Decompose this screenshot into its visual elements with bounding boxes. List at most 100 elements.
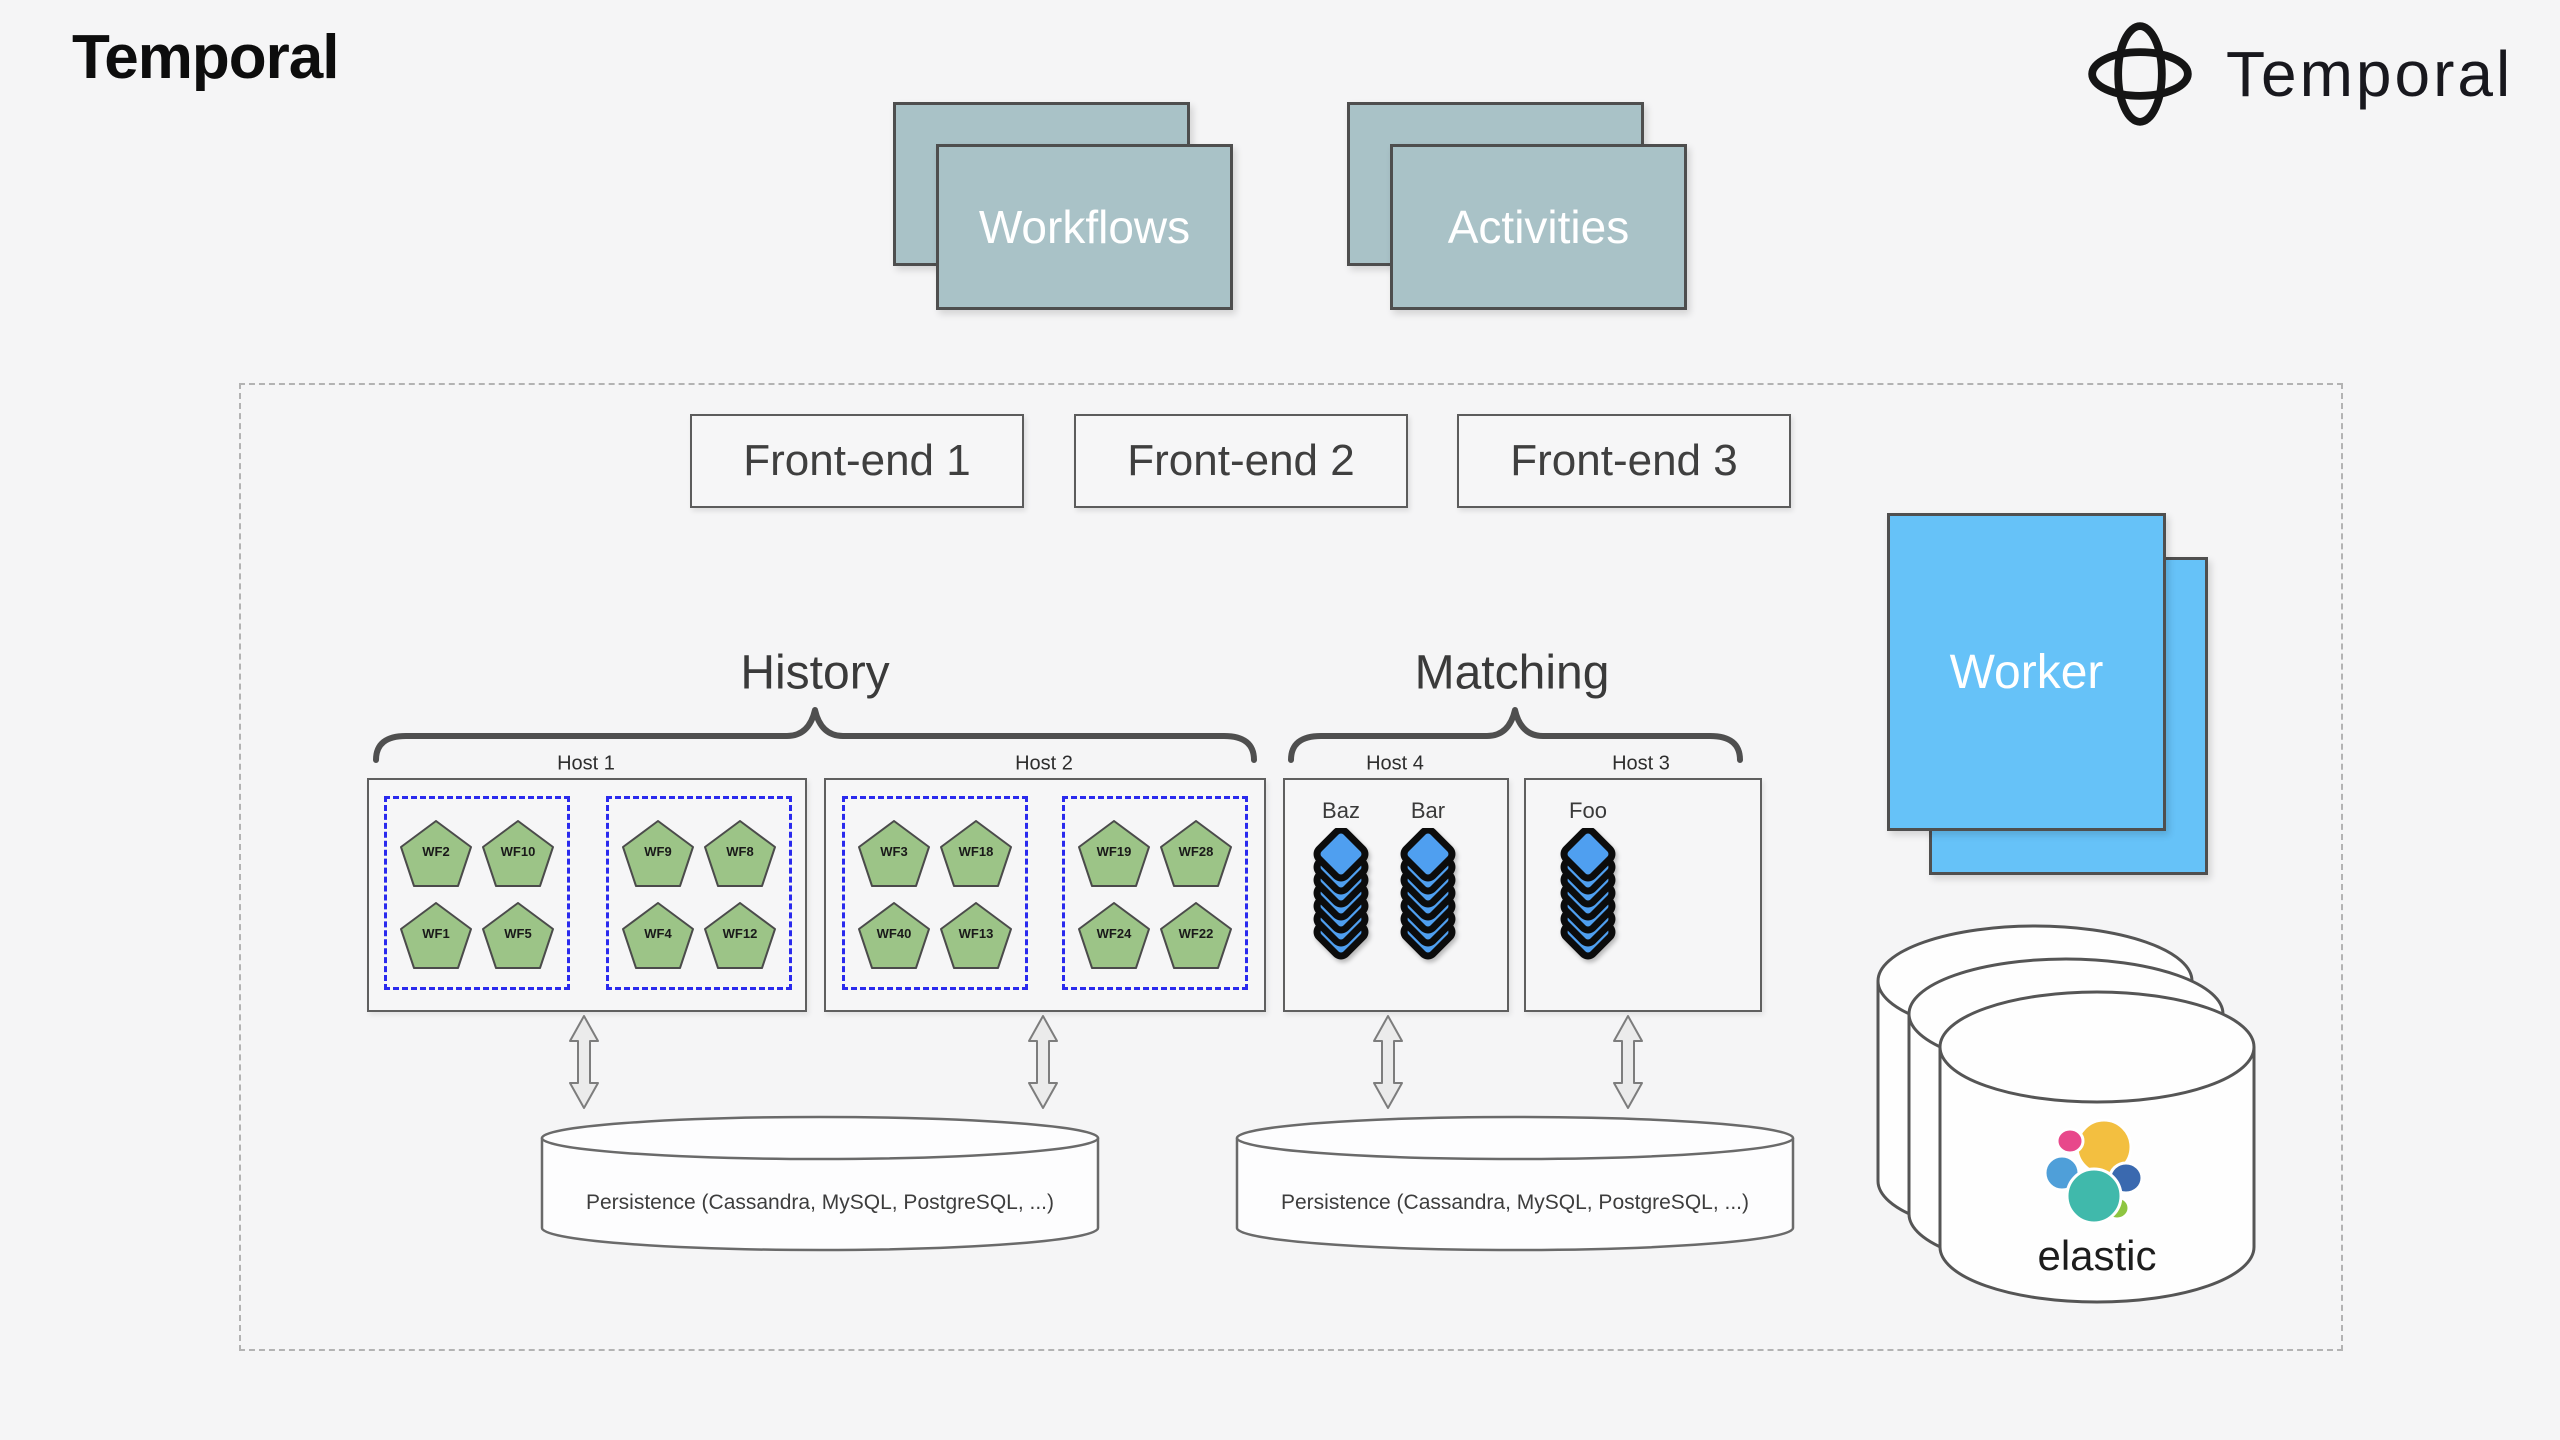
pentagon-icon — [704, 902, 776, 969]
frontend-3-label: Front-end 3 — [1510, 436, 1738, 485]
frontend-2-box: Front-end 2 — [1074, 414, 1408, 508]
shard-group-1 — [384, 796, 570, 990]
history-brace — [373, 707, 1257, 763]
worker-box-front: Worker — [1887, 513, 2166, 831]
task-queue-stack-icon — [1313, 826, 1369, 960]
cylinder-icon — [540, 1115, 1100, 1252]
workflows-label: Workflows — [978, 201, 1191, 253]
pentagon-icon — [858, 902, 930, 969]
persistence-label: Persistence (Cassandra, MySQL, PostgreSQ… — [1280, 1191, 1749, 1214]
pentagon-icon — [482, 902, 554, 969]
queue-label: Bar — [1410, 798, 1446, 823]
host-1-box — [367, 778, 807, 1012]
frontend-3-box: Front-end 3 — [1457, 414, 1791, 508]
bidirectional-arrow-icon — [569, 1015, 599, 1109]
workflow-pentagon: WF18 — [939, 820, 1013, 888]
cylinder-icon — [1235, 1115, 1795, 1252]
workflow-pentagon: WF5 — [481, 902, 555, 970]
cluster-boundary — [239, 383, 2343, 1351]
workflow-pentagon: WF19 — [1077, 820, 1151, 888]
host-2-label: Host 2 — [1015, 752, 1073, 775]
workflow-label: WF28 — [1178, 844, 1214, 860]
workflow-label: WF18 — [958, 844, 994, 860]
workflow-pentagon: WF1 — [399, 902, 473, 970]
matching-brace — [1288, 707, 1743, 763]
bidirectional-arrow-icon — [1028, 1015, 1058, 1109]
workflow-pentagon: WF28 — [1159, 820, 1233, 888]
workflow-label: WF10 — [500, 844, 536, 860]
pentagon-icon — [482, 820, 554, 887]
workflow-label: WF8 — [726, 844, 754, 860]
pentagon-icon — [1078, 820, 1150, 887]
task-queue-stack-icon — [1400, 826, 1456, 960]
pentagon-icon — [940, 902, 1012, 969]
bidirectional-arrow-icon — [1613, 1015, 1643, 1109]
activities-box-front: Activities — [1390, 144, 1687, 310]
elastic-logo-icon — [2043, 1118, 2144, 1225]
workflow-label: WF40 — [876, 926, 912, 942]
workflow-label: WF22 — [1178, 926, 1214, 942]
shard-group-2 — [606, 796, 792, 990]
elastic-cylinder-front: elastic — [1937, 989, 2257, 1309]
workflow-pentagon: WF2 — [399, 820, 473, 888]
persistence-cylinder-history: Persistence (Cassandra, MySQL, PostgreSQ… — [540, 1114, 1100, 1256]
worker-label: Worker — [1949, 645, 2104, 699]
host-3-label: Host 3 — [1612, 752, 1670, 775]
workflow-label: WF3 — [880, 844, 908, 860]
pentagon-icon — [622, 820, 694, 887]
pentagon-icon — [940, 820, 1012, 887]
shard-group-4 — [1062, 796, 1248, 990]
host-1-label: Host 1 — [557, 752, 615, 775]
workflow-label: WF24 — [1096, 926, 1132, 942]
workflow-pentagon: WF10 — [481, 820, 555, 888]
temporal-brand: Temporal — [2088, 20, 2513, 128]
frontend-2-label: Front-end 2 — [1127, 436, 1355, 485]
temporal-brand-text: Temporal — [2226, 38, 2514, 110]
task-queue-bar: Bar — [1396, 798, 1460, 973]
pentagon-icon — [858, 820, 930, 887]
persistence-label: Persistence (Cassandra, MySQL, PostgreSQ… — [585, 1191, 1054, 1214]
workflow-label: WF9 — [644, 844, 672, 860]
pentagon-icon — [622, 902, 694, 969]
history-service-label: History — [740, 646, 890, 700]
workflow-pentagon: WF3 — [857, 820, 931, 888]
workflow-pentagon: WF8 — [703, 820, 777, 888]
frontend-1-label: Front-end 1 — [743, 436, 971, 485]
pentagon-icon — [1160, 820, 1232, 887]
temporal-logo-icon — [2088, 22, 2192, 126]
elastic-label: elastic — [2037, 1232, 2157, 1279]
pentagon-icon — [1078, 902, 1150, 969]
shard-group-3 — [842, 796, 1028, 990]
workflow-label: WF4 — [644, 926, 672, 942]
task-queue-foo: Foo — [1556, 798, 1620, 973]
workflows-box-front: Workflows — [936, 144, 1233, 310]
queue-label: Baz — [1322, 798, 1360, 823]
pentagon-icon — [1160, 902, 1232, 969]
workflow-label: WF12 — [722, 926, 758, 942]
bidirectional-arrow-icon — [1373, 1015, 1403, 1109]
pentagon-icon — [400, 820, 472, 887]
persistence-cylinder-matching: Persistence (Cassandra, MySQL, PostgreSQ… — [1235, 1114, 1795, 1256]
frontend-1-box: Front-end 1 — [690, 414, 1024, 508]
pentagon-icon — [704, 820, 776, 887]
queue-label: Foo — [1569, 798, 1607, 823]
matching-service-label: Matching — [1414, 646, 1610, 700]
host-4-label: Host 4 — [1366, 752, 1424, 775]
workflow-label: WF19 — [1096, 844, 1132, 860]
task-queue-stack-icon — [1560, 826, 1616, 960]
workflow-pentagon: WF40 — [857, 902, 931, 970]
workflow-label: WF5 — [504, 926, 532, 942]
workflow-label: WF1 — [422, 926, 450, 942]
host-2-box — [824, 778, 1266, 1012]
workflow-pentagon: WF12 — [703, 902, 777, 970]
pentagon-icon — [400, 902, 472, 969]
workflow-pentagon: WF9 — [621, 820, 695, 888]
workflow-pentagon: WF4 — [621, 902, 695, 970]
task-queue-baz: Baz — [1309, 798, 1373, 973]
workflow-pentagon: WF22 — [1159, 902, 1233, 970]
workflow-label: WF2 — [422, 844, 450, 860]
workflow-pentagon: WF13 — [939, 902, 1013, 970]
page-title: Temporal — [72, 23, 339, 92]
workflow-label: WF13 — [958, 926, 994, 942]
